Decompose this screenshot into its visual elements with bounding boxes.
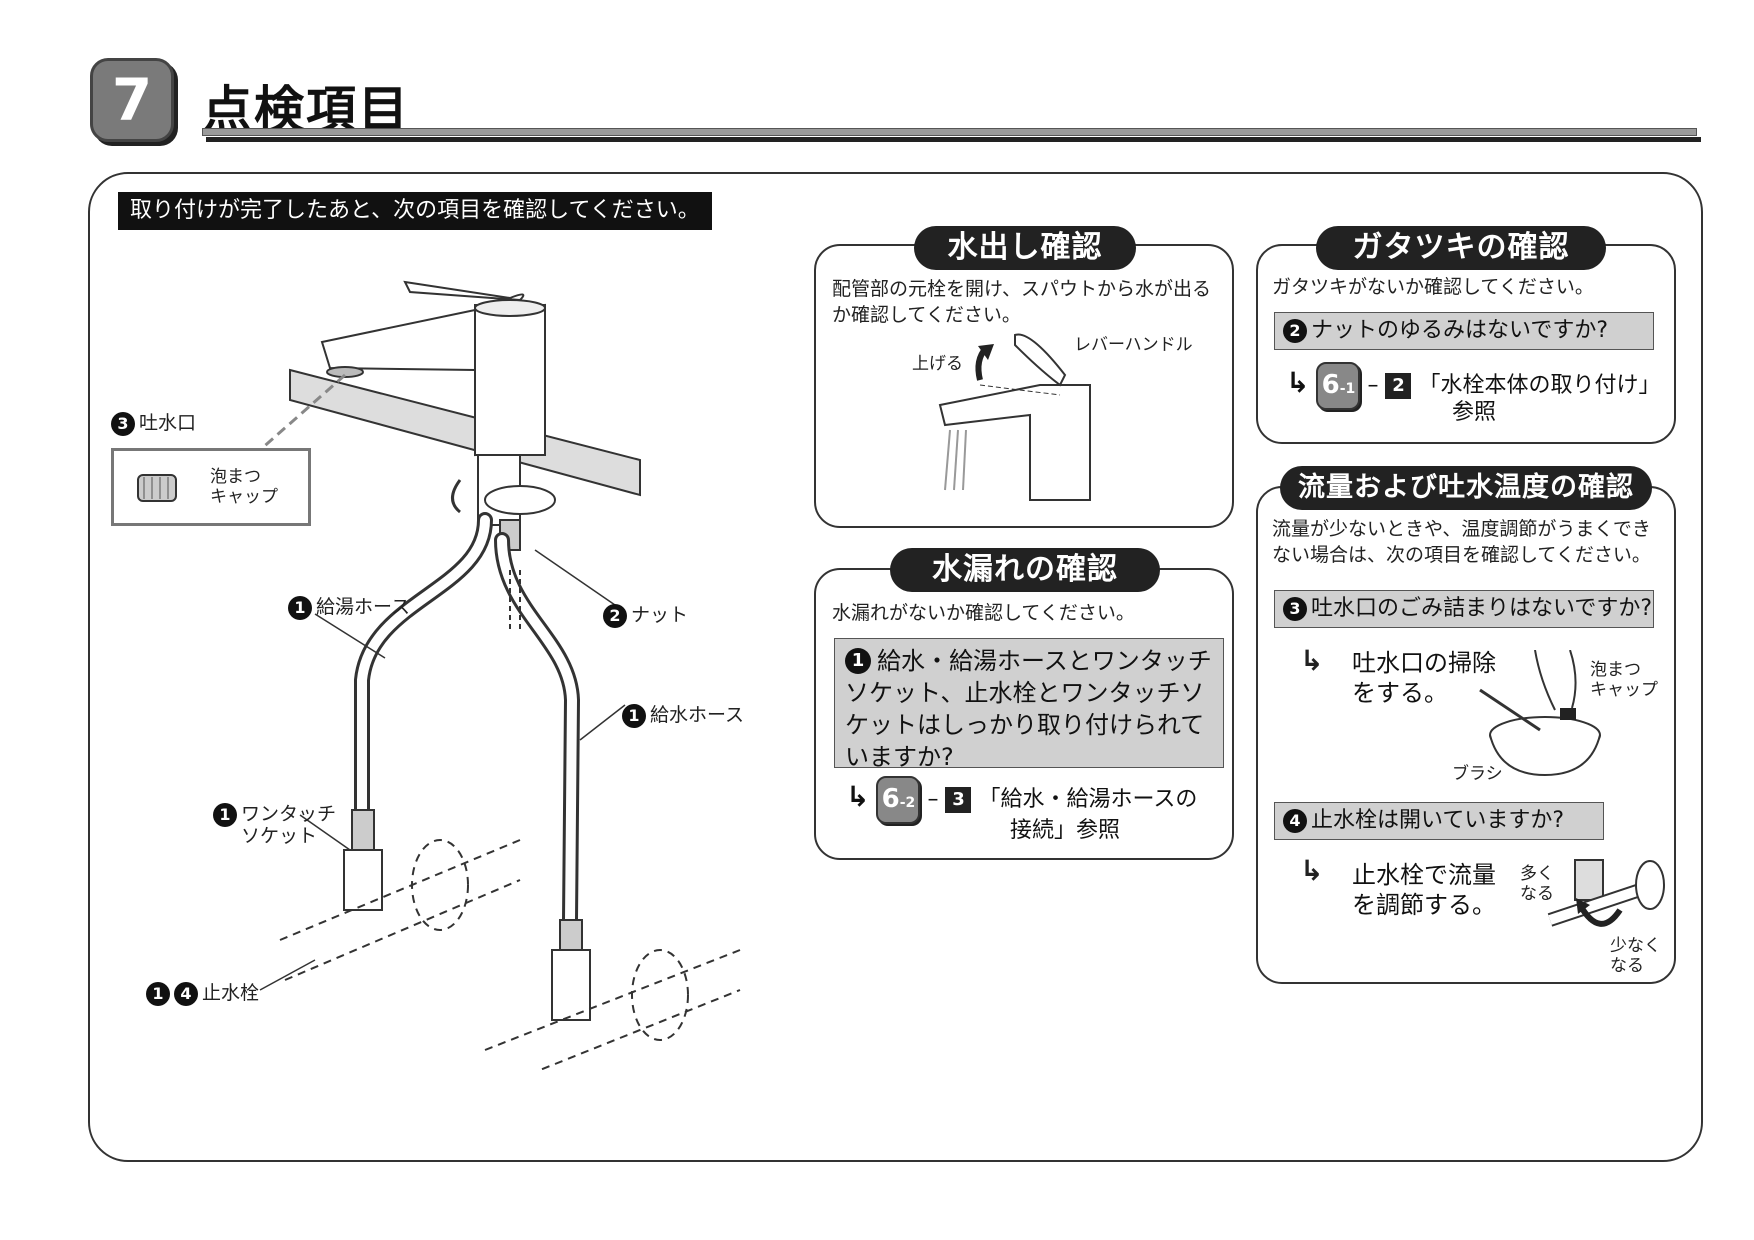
arrow-icon: ↳ <box>1300 854 1324 887</box>
panel-leak-check-title: 水漏れの確認 <box>890 548 1160 592</box>
mounting-nut <box>484 485 556 515</box>
arrow-icon: ↳ <box>846 780 870 813</box>
cleaning-illustration <box>1479 650 1601 777</box>
brush-label: ブラシ <box>1452 764 1503 784</box>
panel-water-output-title: 水出し確認 <box>914 226 1136 270</box>
cold-hose <box>494 532 581 928</box>
title-rule <box>202 128 1697 136</box>
leak-reference: ↳ 6-2 – 3 「給水・給湯ホースの <box>846 776 1197 824</box>
arrow-icon: ↳ <box>1300 644 1324 677</box>
q3-cap-label: 泡まつ キャップ <box>1590 660 1658 700</box>
lever-handle-label: レバーハンドル <box>1074 335 1193 355</box>
intro-banner: 取り付けが完了したあと、次の項目を確認してください。 <box>118 192 712 230</box>
aerator-cap-icon <box>137 474 177 502</box>
lever-raise-illustration <box>938 333 1091 501</box>
lever-handle <box>403 280 525 302</box>
panel-water-output-text: 配管部の元栓を開け、スパウトから水が出るか確認してください。 <box>832 278 1212 326</box>
socket-right <box>559 919 583 951</box>
ref-badge-6-1: 6-1 <box>1316 362 1361 410</box>
rattle-reference-line2: 参照 <box>1452 400 1497 425</box>
section-number-badge: 7 <box>90 58 174 142</box>
content-frame <box>88 172 1703 1162</box>
faucet-installation-illustration <box>259 280 741 1070</box>
counter-slab <box>289 368 641 497</box>
panel-water-output <box>814 244 1234 528</box>
stop-valve-illustration <box>1547 859 1665 927</box>
panel-rattle-check-title: ガタツキの確認 <box>1316 226 1606 270</box>
arrow-icon: ↳ <box>1286 366 1310 399</box>
raise-label: 上げる <box>912 354 963 374</box>
q3-action: 吐水口の掃除 をする。 <box>1352 649 1496 707</box>
panel-flow-temp-title: 流量および吐水温度の確認 <box>1280 466 1652 510</box>
leak-reference-line2: 接続」参照 <box>1010 818 1121 843</box>
panel-rattle-check-text: ガタツキがないか確認してください。 <box>1272 276 1594 298</box>
aerator-cap-box: 泡まつ キャップ <box>111 448 311 526</box>
title-rule-shadow <box>206 137 1701 142</box>
panel-flow-temp-text: 流量が少ないときや、温度調節がうまくできない場合は、次の項目を確認してください。 <box>1272 518 1651 566</box>
q4-action: 止水栓で流量 を調節する。 <box>1352 861 1496 919</box>
rattle-reference: ↳ 6-1 – 2 「水栓本体の取り付け」 <box>1286 362 1660 410</box>
less-flow-label: 少なく なる <box>1610 936 1661 976</box>
more-flow-label: 多く なる <box>1520 864 1554 904</box>
panel-leak-check-text: 水漏れがないか確認してください。 <box>832 602 1135 624</box>
outlet-leader <box>259 373 346 452</box>
ref-badge-6-2: 6-2 <box>876 776 921 824</box>
aerator-cap-label: 泡まつ キャップ <box>210 467 278 507</box>
socket-left <box>351 809 375 851</box>
